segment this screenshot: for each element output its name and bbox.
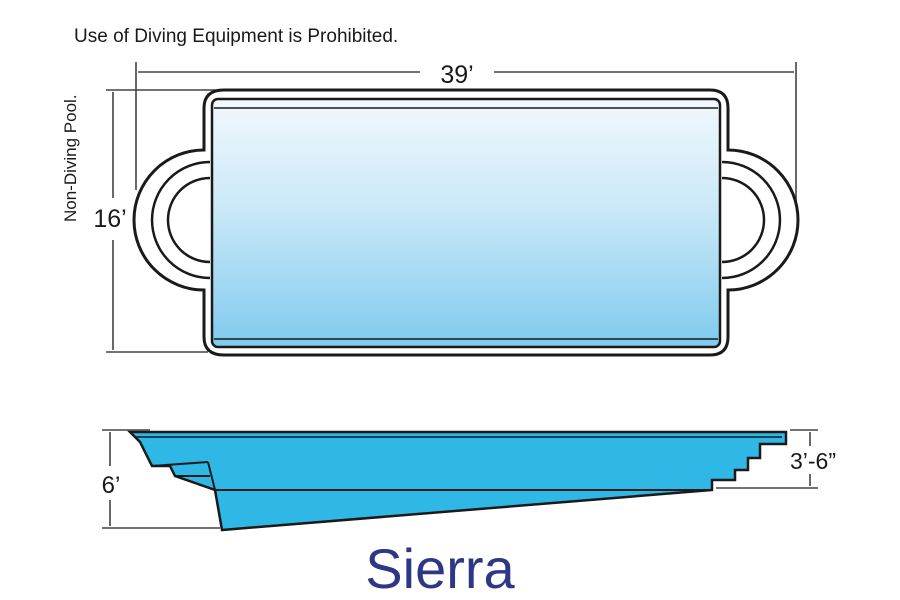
pool-plan-view bbox=[132, 88, 800, 357]
model-name: Sierra bbox=[365, 537, 515, 600]
side-text: Non-Diving Pool. bbox=[61, 94, 80, 222]
deep-depth-label: 6’ bbox=[102, 472, 121, 499]
deep-depth-dimension: 6’ bbox=[102, 429, 220, 529]
pool-water bbox=[210, 97, 722, 349]
pool-profile-view bbox=[126, 430, 788, 532]
length-label: 39’ bbox=[440, 61, 473, 89]
warning-text: Use of Diving Equipment is Prohibited. bbox=[74, 26, 398, 47]
width-dimension: 16’ bbox=[93, 89, 230, 353]
width-label: 16’ bbox=[93, 205, 126, 233]
shallow-depth-label: 3’-6” bbox=[790, 448, 836, 474]
shallow-depth-dimension: 3’-6” bbox=[716, 429, 836, 489]
length-dimension: 39’ bbox=[135, 61, 797, 220]
